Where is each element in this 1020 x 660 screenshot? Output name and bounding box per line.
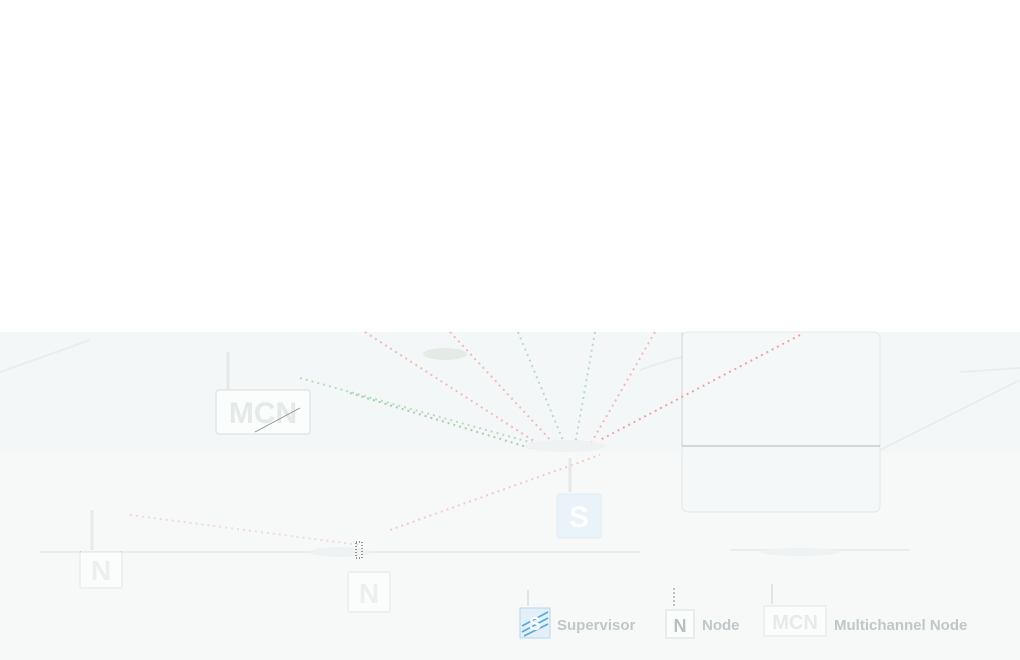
link-green-1 — [517, 331, 566, 446]
supervisor-label: S — [569, 501, 589, 534]
legend-item-supervisor: S Supervisor — [519, 590, 636, 639]
legend-item-mcn: MCN Multichannel Node — [763, 584, 967, 637]
link-left-node — [129, 514, 361, 546]
link-red-3 — [589, 331, 656, 446]
node-legend-icon-label: N — [674, 616, 687, 636]
link-red-2 — [449, 331, 556, 446]
network-links — [129, 331, 801, 546]
node-center-box — [347, 571, 391, 613]
mcn-legend-label: Multichannel Node — [834, 617, 967, 634]
mcn-link-stub — [254, 407, 301, 433]
link-green-2 — [574, 331, 596, 446]
supervisor-legend-label: Supervisor — [557, 617, 636, 634]
hub-marker — [525, 440, 605, 492]
supervisor-node: S — [556, 493, 602, 539]
mcn-label: MCN — [229, 397, 297, 430]
node-center-antenna — [355, 541, 363, 559]
link-green-mcn-2 — [349, 392, 531, 449]
mcn-legend-icon — [763, 605, 827, 637]
node-left: N — [79, 510, 123, 589]
node-center: N — [347, 541, 391, 613]
mcn-legend-icon-label: MCN — [772, 612, 818, 634]
mcn-node: MCN — [215, 352, 311, 435]
node-legend-icon — [665, 609, 695, 639]
mcn-box — [215, 389, 311, 435]
info-panel — [681, 331, 881, 513]
supervisor-legend-icon-label: S — [529, 614, 541, 634]
supervisor-box — [556, 493, 602, 539]
node-left-label: N — [91, 555, 111, 586]
link-center-node — [389, 454, 601, 531]
legend: S Supervisor N Node MCN Multichannel Nod… — [519, 584, 967, 639]
node-left-box — [79, 551, 123, 589]
node-center-label: N — [359, 578, 379, 609]
node-legend-label: Node — [702, 617, 740, 634]
link-red-panel — [599, 334, 801, 441]
legend-item-node: N Node — [665, 588, 740, 639]
terrain-strokes — [0, 339, 1020, 557]
